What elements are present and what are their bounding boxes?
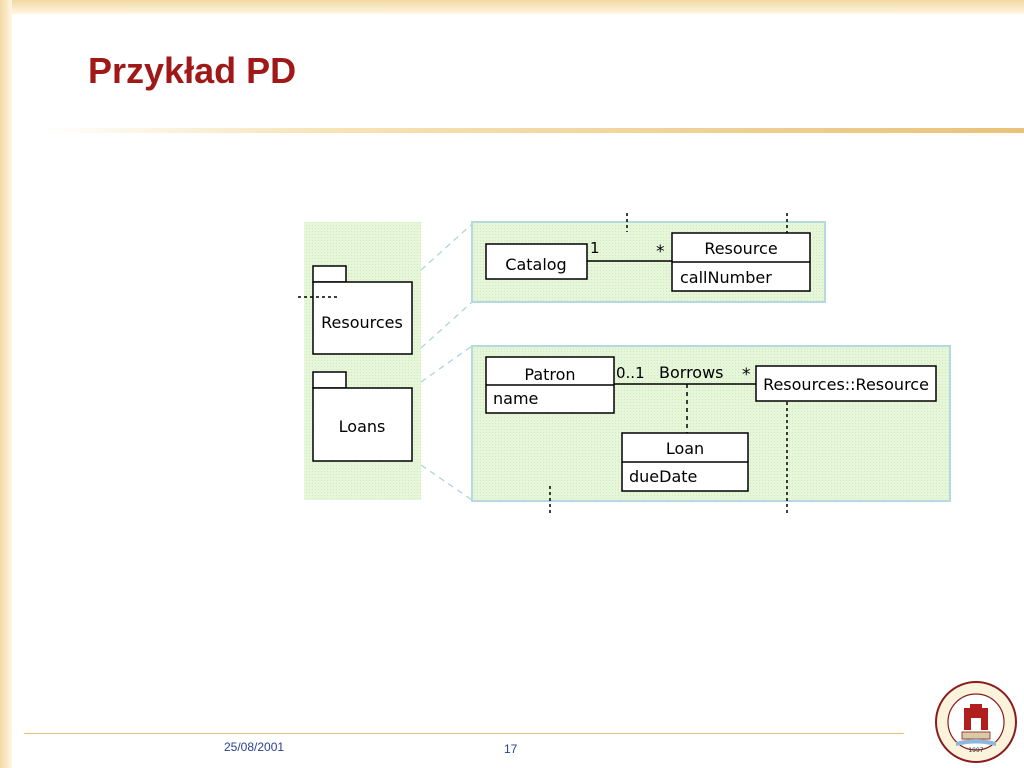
- class-resource-attribute: callNumber: [680, 268, 772, 287]
- slide-top-border: [0, 0, 1024, 14]
- university-seal-logo: 1997: [935, 681, 1017, 763]
- package-resources[interactable]: Resources: [312, 265, 413, 355]
- zoom-connectors: [420, 223, 473, 501]
- class-resource[interactable]: Resource callNumber: [671, 232, 811, 292]
- package-loans-label: Loans: [339, 417, 386, 436]
- title-divider: [40, 128, 1024, 133]
- footer-divider: [24, 733, 904, 734]
- class-external-resource[interactable]: Resources::Resource: [755, 365, 937, 402]
- class-patron-attribute: name: [493, 389, 538, 408]
- class-resource-label: Resource: [704, 239, 777, 258]
- class-catalog-label: Catalog: [505, 255, 566, 274]
- class-loan-attribute: dueDate: [629, 467, 697, 486]
- multiplicity-patron: 0..1: [616, 364, 645, 382]
- association-borrows-label: Borrows: [659, 363, 724, 382]
- multiplicity-borrowed-resource: *: [742, 365, 751, 385]
- footer-page-number: 17: [504, 742, 518, 756]
- package-loans[interactable]: Loans: [312, 371, 413, 462]
- class-loan[interactable]: Loan dueDate: [621, 432, 749, 492]
- package-resources-label: Resources: [321, 313, 403, 332]
- footer-date: 25/08/2001: [224, 740, 285, 754]
- class-patron-label: Patron: [524, 365, 575, 384]
- class-loan-label: Loan: [666, 439, 704, 458]
- seal-year: 1997: [968, 747, 983, 754]
- slide-left-border: [0, 0, 12, 768]
- slide-title: Przykład PD: [88, 50, 297, 91]
- class-catalog[interactable]: Catalog: [485, 243, 588, 280]
- multiplicity-catalog: 1: [590, 239, 600, 257]
- class-external-resource-label: Resources::Resource: [763, 375, 929, 394]
- multiplicity-resource: *: [656, 242, 665, 262]
- class-patron[interactable]: Patron name: [485, 356, 615, 414]
